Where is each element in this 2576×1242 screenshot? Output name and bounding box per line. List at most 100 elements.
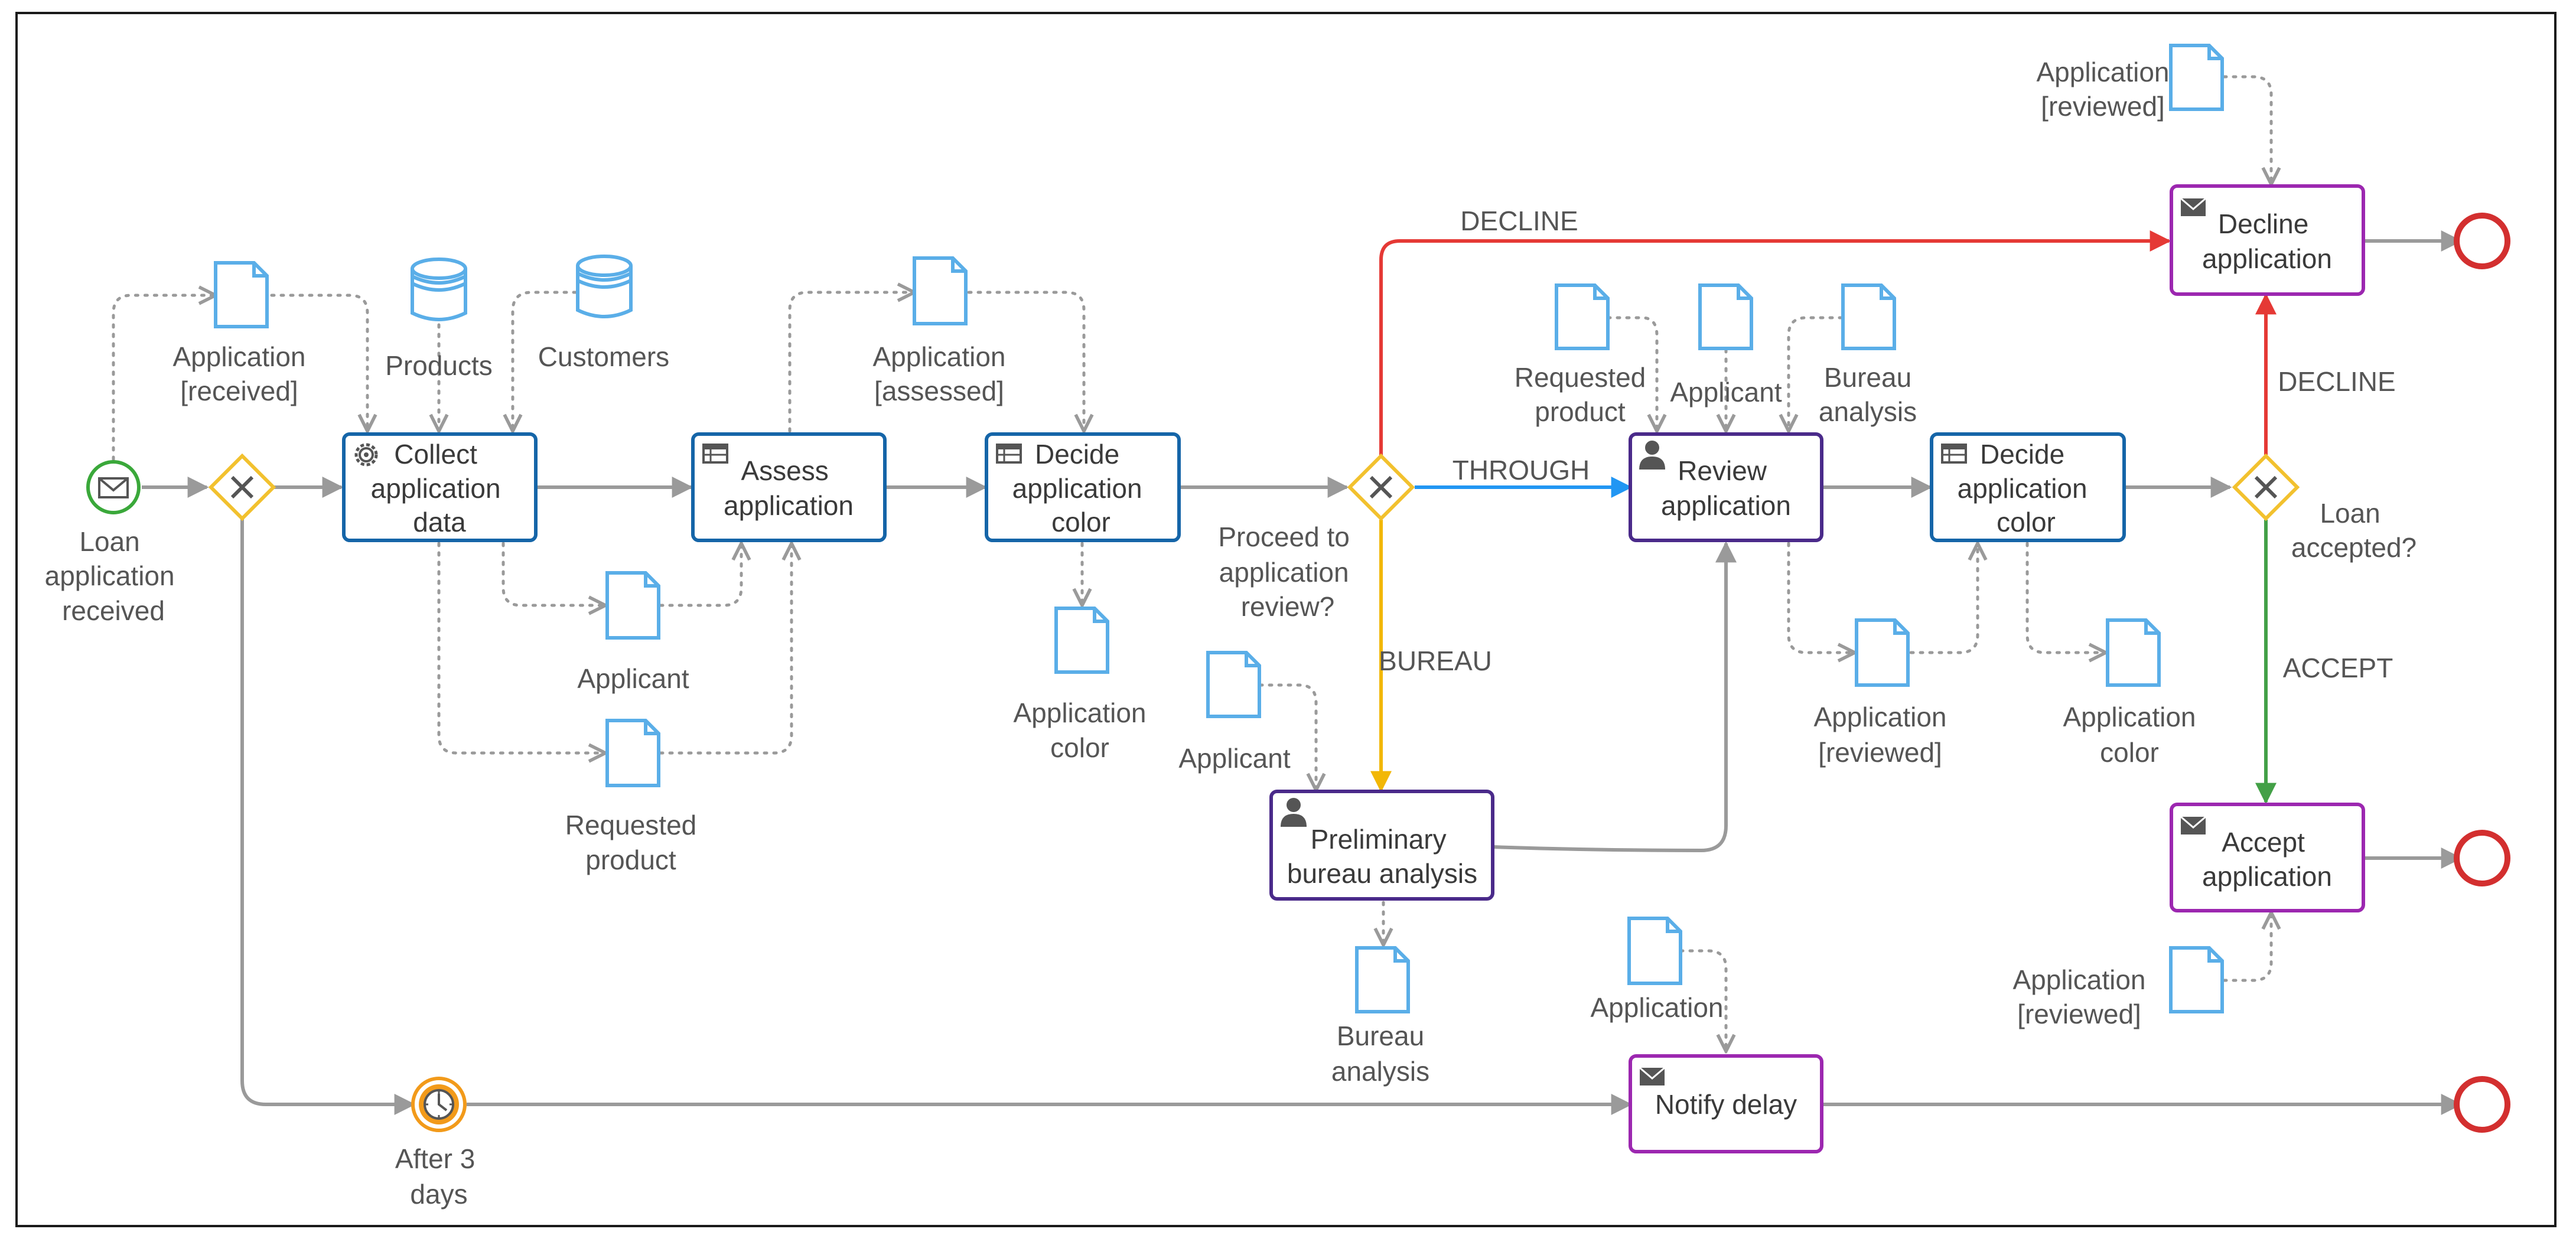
task-assess-application[interactable]: Assess application xyxy=(691,432,887,542)
task-assess-label: Assess application xyxy=(724,455,854,521)
data-store-products[interactable] xyxy=(411,257,467,321)
start-event[interactable] xyxy=(86,460,141,514)
label-app-reviewed1: Application[reviewed] xyxy=(1813,702,1946,768)
assoc-bureau2-review xyxy=(1789,316,1844,431)
data-object-app-color1[interactable] xyxy=(1054,607,1109,674)
data-object-app-received[interactable] xyxy=(214,261,269,328)
assoc-application-notify xyxy=(1679,949,1726,1051)
end-event-decline[interactable] xyxy=(2454,213,2510,269)
task-decide-application-color-2[interactable]: Decide application color xyxy=(1930,432,2126,542)
task-collect-application-data[interactable]: Collect application data xyxy=(342,432,538,542)
envelope-icon xyxy=(98,477,129,498)
data-object-app-reviewed1[interactable] xyxy=(1855,618,1910,687)
task-decline-application[interactable]: Decline application xyxy=(2170,184,2365,296)
task-review-application[interactable]: Review application xyxy=(1629,432,1823,542)
end-event-delay[interactable] xyxy=(2454,1076,2510,1133)
timer-event[interactable] xyxy=(411,1077,467,1132)
task-notify-delay[interactable]: Notify delay xyxy=(1629,1054,1823,1153)
gateway-proceed-label: Proceed to application review? xyxy=(1218,521,1357,622)
table-icon xyxy=(702,444,728,464)
data-object-requested1[interactable] xyxy=(605,719,660,787)
gateway-start[interactable] xyxy=(208,453,276,521)
start-event-label: Loan application received xyxy=(45,526,183,626)
data-object-application-notify[interactable] xyxy=(1627,917,1682,985)
table-icon xyxy=(996,444,1022,464)
data-object-applicant3[interactable] xyxy=(1698,283,1753,350)
assoc-app-assessed-decide1 xyxy=(967,291,1084,431)
label-app-received: Application[received] xyxy=(172,341,305,406)
data-object-bureau-analysis2[interactable] xyxy=(1841,283,1896,350)
flow-label-accept: ACCEPT xyxy=(2283,653,2393,683)
assoc-start-app-received xyxy=(112,295,216,461)
assoc-collect-applicant xyxy=(501,542,605,605)
task-notify-label: Notify delay xyxy=(1655,1089,1797,1120)
label-applicant1: Applicant xyxy=(577,663,689,694)
data-object-app-reviewed-bottom[interactable] xyxy=(2169,946,2224,1013)
data-labels: Application[received] Products Customers… xyxy=(172,57,2196,1087)
label-products: Products xyxy=(385,350,493,381)
task-accept-application[interactable]: Accept application xyxy=(2170,803,2365,912)
task-preliminary-bureau-analysis[interactable]: Preliminary bureau analysis xyxy=(1269,790,1494,901)
flow-decline-top[interactable] xyxy=(1379,230,2171,467)
flow-label-decline-right: DECLINE xyxy=(2278,366,2395,397)
flow-label-through: THROUGH xyxy=(1453,455,1590,485)
assoc-collect-requested xyxy=(437,542,605,753)
data-objects xyxy=(214,44,2224,1013)
assoc-requested2-review xyxy=(1606,316,1657,431)
data-object-applicant1[interactable] xyxy=(605,571,660,640)
gateway-proceed[interactable] xyxy=(1347,453,1415,521)
flow-gateway-to-timer[interactable] xyxy=(240,513,416,1115)
flow-bureau-to-review[interactable] xyxy=(1492,541,1737,853)
data-object-app-reviewed-top[interactable] xyxy=(2169,44,2224,111)
clock-icon xyxy=(424,1089,454,1120)
data-object-app-color2[interactable] xyxy=(2106,618,2161,687)
envelope-icon xyxy=(2180,816,2206,834)
gateway-loan[interactable] xyxy=(2232,453,2300,521)
envelope-icon xyxy=(1639,1067,1665,1085)
gear-icon xyxy=(354,443,378,467)
gateway-loan-label: Loan accepted? xyxy=(2291,498,2417,563)
data-object-app-assessed[interactable] xyxy=(913,256,968,325)
timer-event-label: After 3 days xyxy=(395,1143,483,1210)
exclusive-x-icon xyxy=(230,475,254,499)
data-object-bureau-analysis1[interactable] xyxy=(1355,946,1410,1013)
label-app-assessed: Application[assessed] xyxy=(872,341,1005,406)
task-accept-label: Accept application xyxy=(2202,827,2332,892)
flow-label-decline-top: DECLINE xyxy=(1460,206,1578,236)
task-decline-label: Decline application xyxy=(2202,208,2332,274)
assoc-applicant2-bureau xyxy=(1258,683,1316,790)
task-bureau-label: Preliminary bureau analysis xyxy=(1287,824,1477,889)
data-object-applicant2[interactable] xyxy=(1206,651,1261,718)
user-icon xyxy=(1281,798,1307,827)
assoc-assess-app-assessed xyxy=(788,292,914,433)
task-decide1-label: Decide application color xyxy=(1012,439,1150,537)
label-application-notify: Application xyxy=(1590,992,1723,1023)
assoc-app-received-collect xyxy=(270,294,367,431)
assoc-app-reviewed1-decide2 xyxy=(1909,543,1978,654)
data-object-requested2[interactable] xyxy=(1555,283,1610,350)
task-review-label: Review application xyxy=(1661,455,1791,521)
assoc-app-reviewed-top-decline xyxy=(2222,75,2271,184)
assoc-review-app-reviewed1 xyxy=(1787,542,1855,653)
task-decide-application-color-1[interactable]: Decide application color xyxy=(985,432,1181,542)
assoc-decide2-app-color2 xyxy=(2025,542,2106,653)
end-event-accept[interactable] xyxy=(2454,830,2510,886)
exclusive-x-icon xyxy=(2254,475,2278,499)
table-icon xyxy=(1941,444,1967,464)
exclusive-x-icon xyxy=(1369,475,1393,499)
user-icon xyxy=(1639,441,1665,470)
data-store-customers[interactable] xyxy=(576,255,633,318)
assoc-requested-assess xyxy=(659,543,792,755)
envelope-icon xyxy=(2180,197,2206,216)
assoc-customers-collect xyxy=(513,291,578,431)
label-customers: Customers xyxy=(538,341,669,372)
assoc-app-reviewed-bottom-accept xyxy=(2222,912,2271,982)
label-app-reviewed-bottom: Application[reviewed] xyxy=(2012,964,2145,1029)
